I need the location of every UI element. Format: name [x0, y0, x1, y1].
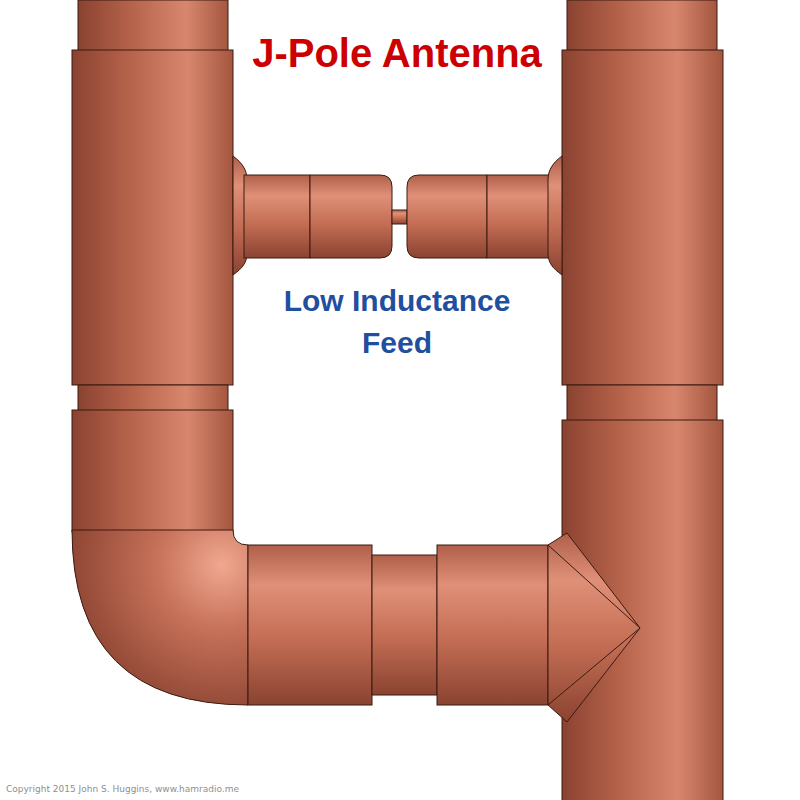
feed-cap: [407, 175, 487, 258]
feed-cap: [310, 175, 392, 258]
diagram-title: J-Pole Antenna: [247, 28, 547, 78]
coupling: [72, 410, 233, 532]
fitting: [248, 545, 372, 705]
coupling: [72, 50, 233, 385]
fitting: [437, 545, 548, 705]
feed-gap-wire: [392, 210, 407, 224]
cone-joint: [548, 533, 640, 722]
pipe: [78, 0, 228, 52]
feed-pipe: [244, 175, 310, 258]
tee-bulge: [548, 156, 562, 275]
feed-pipe: [487, 175, 553, 258]
pipe: [372, 555, 437, 695]
feed-label: Low Inductance Feed: [247, 280, 547, 364]
elbow: [72, 530, 248, 705]
cone-edge: [548, 545, 640, 705]
pipe: [567, 385, 717, 422]
coupling: [562, 50, 723, 385]
copyright-watermark: Copyright 2015 John S. Huggins, www.hamr…: [6, 783, 239, 795]
pipe: [78, 385, 228, 412]
pipe: [567, 0, 717, 52]
copper-pipes: [72, 0, 723, 800]
